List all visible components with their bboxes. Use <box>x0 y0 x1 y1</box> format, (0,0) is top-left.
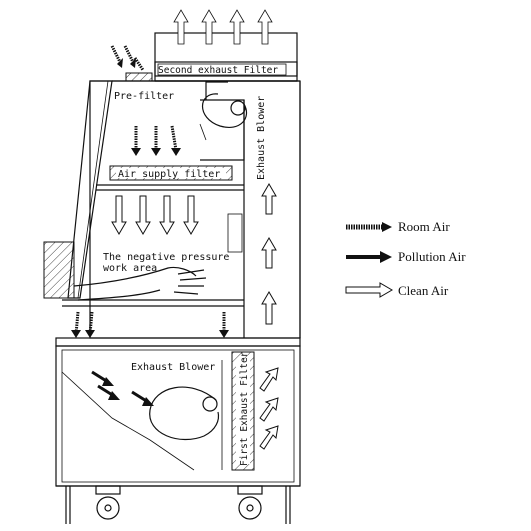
second-exhaust-filter-label: Second exhaust Filter <box>158 65 278 76</box>
legend-room-air-arrow <box>346 222 392 232</box>
pollution-air-downflow <box>71 311 229 338</box>
clean-air-from-first-filter <box>259 367 279 450</box>
cabinet-body <box>55 80 301 347</box>
first-exhaust-filter-label: First Exhaust Filter <box>239 351 250 466</box>
bottom-exhaust-blower-label: Exhaust Blower <box>131 362 215 373</box>
air-supply-filter <box>109 165 233 181</box>
pre-filter-label: Pre-filter <box>114 91 174 102</box>
inflow-arrows-upper <box>131 125 181 156</box>
top-exhaust-blower <box>199 81 248 141</box>
operator-hand <box>73 266 207 301</box>
legend-clean-air-arrow <box>345 282 393 298</box>
bottom-exhaust-blower <box>149 386 220 441</box>
legend-pollution-air-label: Pollution Air <box>398 249 466 264</box>
pre-filter <box>125 72 153 82</box>
top-exhaust-blower-label: Exhaust Blower <box>256 96 267 180</box>
work-area-label-line2: work area <box>103 263 157 274</box>
air-supply-filter-label: Air supply filter <box>118 169 220 180</box>
legs-and-casters <box>65 485 291 524</box>
clean-air-downflow-arrows <box>111 195 199 235</box>
work-area-label-line1: The negative pressure <box>103 252 229 263</box>
legend-room-air-label: Room Air <box>398 219 450 234</box>
clean-air-upflow-arrows <box>261 183 277 325</box>
room-air-inflow-top <box>110 45 145 71</box>
front-grille <box>43 241 75 299</box>
clean-air-outlet-arrows <box>173 9 273 45</box>
legend-clean-air-label: Clean Air <box>398 283 449 298</box>
first-exhaust-filter <box>231 351 255 471</box>
legend-pollution-air-arrow <box>346 251 392 263</box>
legend: Room Air Pollution Air Clean Air <box>345 219 466 298</box>
pollution-air-to-blower <box>91 370 154 406</box>
